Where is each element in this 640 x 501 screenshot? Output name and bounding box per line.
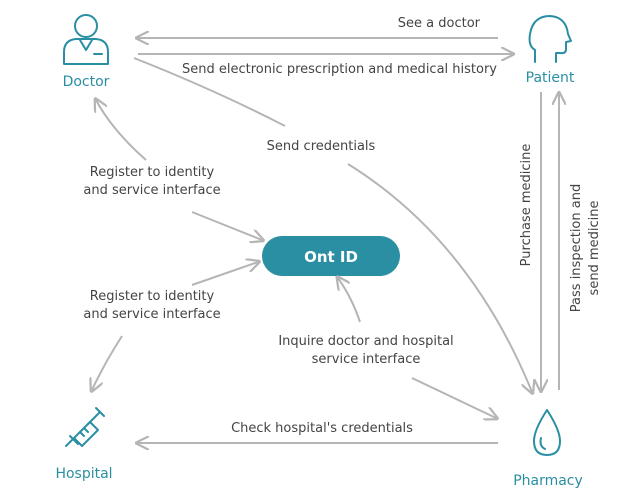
arrow-register-to-doctor [96, 100, 147, 161]
drop-icon [533, 409, 561, 456]
doctor-icon [63, 14, 109, 65]
ontid-node [262, 236, 400, 276]
ontid-label: Ont ID [304, 248, 358, 266]
label-inquire-2: service interface [312, 352, 421, 367]
label-register-doctor-1: Register to identity [90, 165, 215, 180]
arrow-inquire-to-ontid [338, 278, 361, 323]
doctor-label: Doctor [63, 74, 110, 90]
patient-head-icon [528, 15, 572, 63]
arrow-register-hospital-to-ontid [191, 262, 258, 286]
label-check-credentials: Check hospital's credentials [231, 421, 413, 436]
label-register-hospital-1: Register to identity [90, 289, 215, 304]
label-inquire-1: Inquire doctor and hospital [278, 334, 453, 349]
label-see-doctor: See a doctor [398, 16, 481, 31]
arrow-inquire-to-pharmacy [411, 377, 496, 418]
hospital-label: Hospital [55, 466, 112, 482]
arrow-register-to-hospital [92, 335, 123, 390]
label-register-doctor-2: and service interface [83, 183, 220, 198]
label-send-prescription: Send electronic prescription and medical… [182, 62, 497, 77]
syringe-icon [65, 407, 105, 447]
arrow-doctor-to-credentials [133, 57, 286, 127]
pharmacy-label: Pharmacy [513, 473, 583, 489]
label-purchase-medicine: Purchase medicine [519, 144, 534, 267]
label-pass-inspection-2: send medicine [587, 201, 602, 296]
patient-label: Patient [526, 70, 575, 86]
arrow-credentials-to-pharmacy [347, 163, 532, 392]
arrow-register-doctor-to-ontid [191, 211, 262, 240]
label-pass-inspection-1: Pass inspection and [569, 184, 584, 312]
label-send-credentials: Send credentials [267, 139, 376, 154]
label-register-hospital-2: and service interface [83, 307, 220, 322]
